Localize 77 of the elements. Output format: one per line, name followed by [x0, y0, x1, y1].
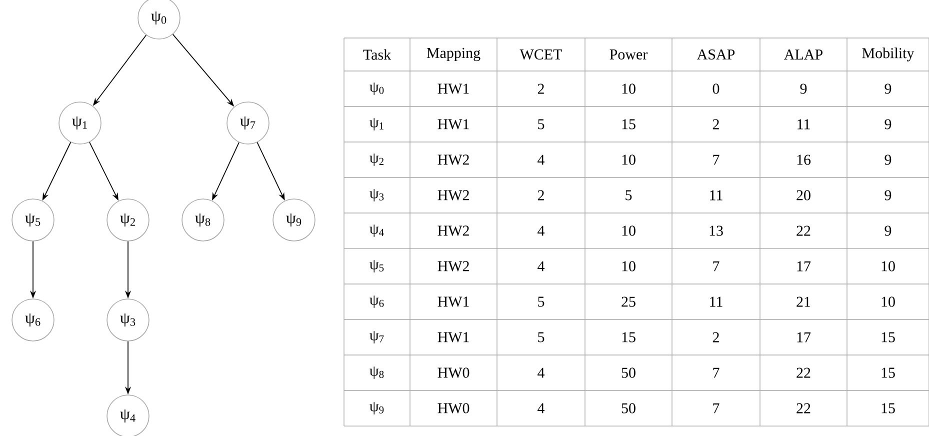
table-value: HW1	[438, 296, 469, 307]
table-value: ψ$_{7}$	[370, 331, 384, 344]
table-value: 10	[622, 154, 636, 165]
table-value: 9	[884, 119, 892, 130]
table-value: 15	[882, 332, 895, 342]
table-value: 7	[713, 261, 720, 272]
column-header: Mapping	[426, 48, 480, 62]
table-value: HW2	[438, 261, 469, 272]
table-value: 22	[796, 226, 810, 236]
table-value: 2	[712, 332, 719, 342]
table-value: ψ$_{9}$	[370, 402, 384, 414]
table-value: 10	[622, 226, 636, 236]
table-value: 5	[538, 332, 544, 342]
table-value: 50	[622, 403, 636, 414]
table-value: 13	[710, 226, 723, 236]
table-value: 9	[884, 226, 892, 236]
column-header: ALAP	[784, 50, 822, 60]
table-value: 15	[622, 332, 636, 342]
table-value: 15	[622, 119, 636, 130]
table-value: 15	[882, 403, 895, 414]
table-value: 22	[796, 368, 810, 378]
table-value: 10	[882, 261, 895, 272]
table-value: 11	[710, 296, 722, 307]
table-value: HW2	[438, 226, 469, 236]
table-value: 9	[884, 154, 892, 165]
table-value: HW2	[438, 154, 469, 165]
table-value: ψ$_{8}$	[370, 366, 384, 379]
table-value: HW0	[438, 403, 470, 414]
column-header: Mobility	[862, 48, 914, 62]
table-value: 9	[800, 84, 807, 94]
table-value: 10	[622, 84, 636, 94]
table-value: 4	[538, 403, 545, 414]
table-value: ψ$_{0}$	[370, 82, 384, 95]
table-value: 7	[713, 368, 720, 378]
table-value: 7	[713, 403, 720, 414]
table-value: 5	[538, 296, 544, 307]
table-value: 4	[538, 154, 545, 165]
table-value: 11	[798, 119, 810, 130]
table-value: 4	[538, 261, 545, 272]
column-header: Power	[610, 50, 648, 60]
table-value: 4	[538, 368, 545, 378]
table-value: 16	[797, 154, 811, 165]
table-value: 5	[626, 190, 632, 200]
table-value: 9	[884, 190, 892, 200]
table-value: 7	[713, 154, 720, 165]
table-value: HW1	[438, 84, 469, 94]
table-value: 11	[710, 190, 722, 200]
table-value: 21	[796, 296, 810, 307]
table-value: 4	[538, 226, 545, 236]
table-value: ψ$_{3}$	[370, 189, 384, 202]
table-value: 17	[797, 332, 811, 342]
table-value: 2	[712, 119, 719, 130]
table-value: 20	[796, 190, 810, 200]
table-value: ψ$_{4}$	[370, 224, 384, 237]
table-value: 2	[538, 190, 544, 200]
table-value: 9	[884, 84, 892, 94]
table-value: ψ$_{2}$	[370, 154, 384, 166]
table-value: 0	[712, 84, 720, 94]
table-value: 15	[882, 368, 895, 378]
table-value: 2	[538, 84, 544, 94]
table-value: 25	[622, 296, 636, 307]
table-value: ψ$_{6}$	[370, 296, 384, 308]
column-header: WCET	[520, 49, 562, 60]
table-value: 50	[622, 368, 636, 378]
table-value: ψ$_{1}$	[370, 118, 384, 130]
table-value: HW1	[438, 119, 469, 130]
table-value: HW2	[438, 190, 469, 200]
table-value: 22	[796, 403, 810, 414]
table-value: 10	[622, 261, 636, 272]
column-header: Task	[363, 49, 392, 60]
table-value: 5	[538, 119, 544, 130]
table-value: 17	[797, 261, 811, 272]
table-value: 10	[882, 296, 895, 307]
column-header: ASAP	[696, 49, 735, 60]
table-value: ψ$_{5}$	[370, 260, 384, 272]
table-value: HW0	[438, 368, 470, 378]
table-value: HW1	[438, 332, 469, 342]
